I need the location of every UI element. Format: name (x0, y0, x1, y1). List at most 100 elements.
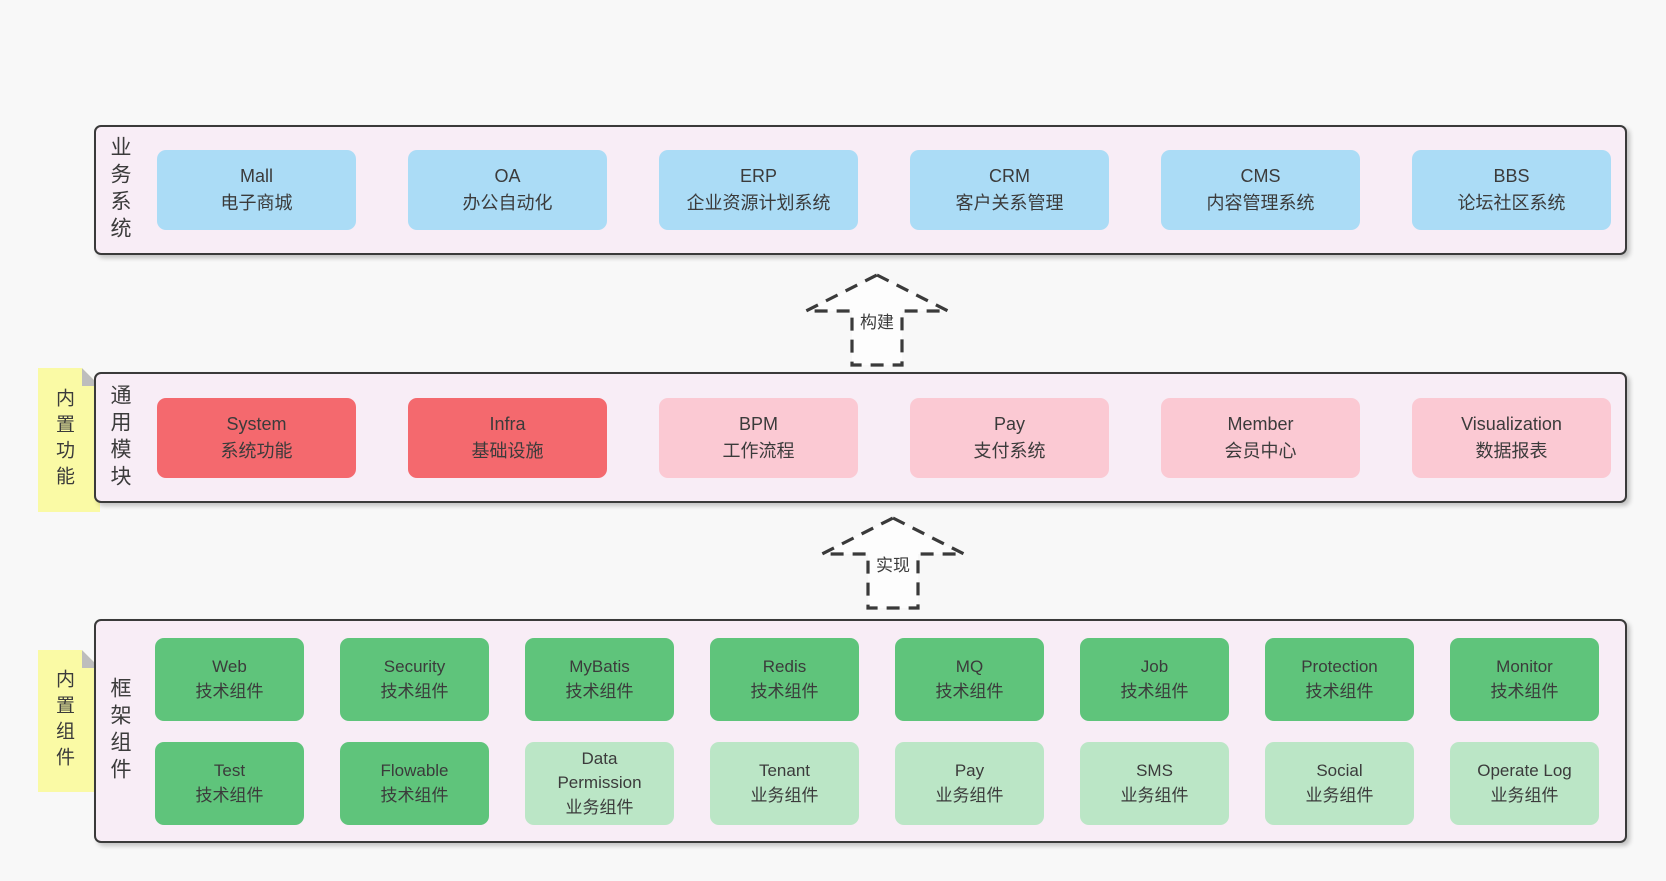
box-subtitle: 内容管理系统 (1206, 193, 1315, 213)
box-title: BPM (738, 413, 778, 434)
box-oa: OA 办公自动化 (408, 150, 607, 230)
box-infra: Infra 基础设施 (408, 397, 607, 478)
box-title: Data Permission (557, 749, 642, 793)
box-redis: Redis 技术组件 (710, 638, 859, 721)
box-title: ERP (739, 166, 777, 186)
box-subtitle: 论坛社区系统 (1457, 193, 1566, 213)
box-pay: Pay 支付系统 (910, 397, 1109, 478)
box-subtitle: 业务组件 (1490, 785, 1559, 805)
band-common-modules: 通用模块 System 系统功能 Infra 基础设施 BPM 工作流程 Pay 支付系统 Me… (94, 372, 1627, 503)
box-title: MQ (955, 657, 984, 677)
arrow-label: 构建 (855, 307, 899, 334)
box-subtitle: 技术组件 (380, 681, 449, 701)
box-title: Web (212, 657, 247, 677)
box-row: System 系统功能 Infra 基础设施 BPM 工作流程 Pay 支付系统 Member 会… (157, 374, 1611, 501)
sticky-note-builtin-components: 内置组件 (38, 650, 100, 792)
box-title: Flowable (380, 761, 449, 781)
box-title: MyBatis (569, 657, 630, 677)
band-business-systems: 业务系统 Mall 电子商城 OA 办公自动化 ERP 企业资源计划系统 CRM 客户关系管理… (94, 125, 1627, 255)
box-subtitle: 业务组件 (750, 785, 819, 805)
box-title: BBS (1493, 166, 1530, 186)
box-title: Tenant (758, 761, 811, 781)
box-subtitle: 技术组件 (195, 785, 264, 805)
box-security: Security 技术组件 (340, 638, 489, 721)
box-subtitle: 技术组件 (1490, 681, 1559, 701)
box-subtitle: 办公自动化 (462, 193, 553, 213)
box-title: System (226, 413, 287, 434)
box-sms: SMS 业务组件 (1080, 742, 1229, 825)
box-bpm: BPM 工作流程 (659, 397, 858, 478)
box-protection: Protection 技术组件 (1265, 638, 1414, 721)
arrow-build: 构建 (802, 271, 952, 369)
arrow-label: 实现 (871, 550, 915, 577)
box-subtitle: 系统功能 (220, 440, 293, 461)
box-subtitle: 技术组件 (195, 681, 264, 701)
box-subtitle: 技术组件 (1305, 681, 1374, 701)
box-subtitle: 业务组件 (565, 797, 634, 817)
box-title: Redis (762, 657, 807, 677)
box-test: Test 技术组件 (155, 742, 304, 825)
box-title: CMS (1240, 166, 1281, 186)
box-system: System 系统功能 (157, 397, 356, 478)
box-mall: Mall 电子商城 (157, 150, 356, 230)
box-title: OA (494, 166, 521, 186)
box-subtitle: 业务组件 (1305, 785, 1374, 805)
box-title: Test (213, 761, 246, 781)
box-subtitle: 客户关系管理 (955, 193, 1064, 213)
box-mybatis: MyBatis 技术组件 (525, 638, 674, 721)
box-title: Mall (239, 166, 273, 186)
box-data-permission: Data Permission 业务组件 (525, 742, 674, 825)
box-visualization: Visualization 数据报表 (1412, 397, 1611, 478)
box-subtitle: 技术组件 (750, 681, 819, 701)
box-row: Mall 电子商城 OA 办公自动化 ERP 企业资源计划系统 CRM 客户关系管理 CMS 内容… (157, 127, 1611, 253)
arrow-implement: 实现 (818, 514, 968, 612)
band-label: 框架组件 (108, 677, 131, 785)
box-subtitle: 会员中心 (1224, 440, 1297, 461)
box-member: Member 会员中心 (1161, 397, 1360, 478)
box-cms: CMS 内容管理系统 (1161, 150, 1360, 230)
box-title: Monitor (1496, 657, 1553, 677)
box-subtitle: 工作流程 (722, 440, 795, 461)
sticky-note-label: 内置组件 (53, 669, 74, 773)
box-web: Web 技术组件 (155, 638, 304, 721)
box-subtitle: 基础设施 (471, 440, 544, 461)
box-title: Job (1140, 657, 1169, 677)
box-subtitle: 企业资源计划系统 (686, 193, 831, 213)
box-subtitle: 数据报表 (1475, 440, 1548, 461)
box-operate-log: Operate Log 业务组件 (1450, 742, 1599, 825)
box-erp: ERP 企业资源计划系统 (659, 150, 858, 230)
box-subtitle: 技术组件 (1120, 681, 1189, 701)
band-label: 业务系统 (108, 136, 131, 244)
box-subtitle: 业务组件 (1120, 785, 1189, 805)
box-job: Job 技术组件 (1080, 638, 1229, 721)
box-title: Pay (954, 761, 985, 781)
box-subtitle: 支付系统 (973, 440, 1046, 461)
sticky-note-label: 内置功能 (53, 388, 74, 492)
box-title: Social (1316, 761, 1363, 781)
band-label: 通用模块 (108, 383, 131, 492)
box-title: CRM (989, 166, 1030, 186)
box-pay: Pay 业务组件 (895, 742, 1044, 825)
box-title: Infra (489, 413, 526, 434)
box-title: Visualization (1461, 413, 1562, 434)
box-bbs: BBS 论坛社区系统 (1412, 150, 1611, 230)
box-title: Pay (993, 413, 1026, 434)
box-title: Member (1227, 413, 1294, 434)
box-monitor: Monitor 技术组件 (1450, 638, 1599, 721)
box-tenant: Tenant 业务组件 (710, 742, 859, 825)
box-subtitle: 电子商城 (220, 193, 293, 213)
box-title: Security (383, 657, 446, 677)
box-title: Operate Log (1477, 761, 1572, 781)
box-crm: CRM 客户关系管理 (910, 150, 1109, 230)
box-title: Protection (1301, 657, 1378, 677)
sticky-note-builtin-features: 内置功能 (38, 368, 100, 512)
box-social: Social 业务组件 (1265, 742, 1414, 825)
box-subtitle: 业务组件 (935, 785, 1004, 805)
box-title: SMS (1136, 761, 1173, 781)
box-subtitle: 技术组件 (565, 681, 634, 701)
